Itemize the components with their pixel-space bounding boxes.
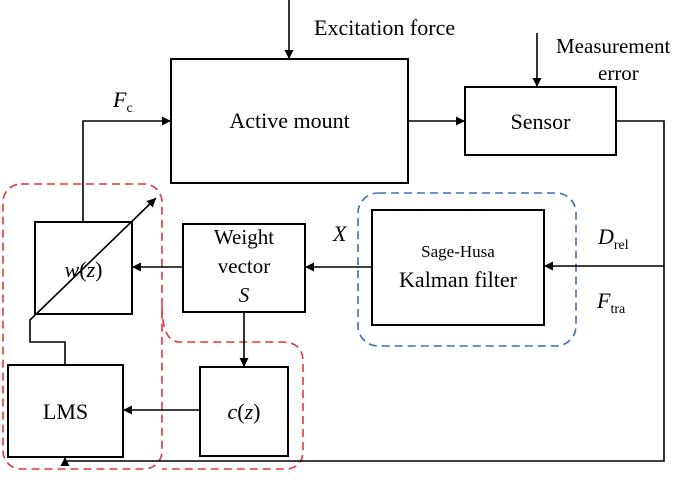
weight-vector-label-line2: vector	[218, 254, 270, 278]
active-mount-label: Active mount	[229, 108, 349, 133]
sensor-label: Sensor	[511, 109, 572, 134]
drel-label: Drel	[597, 224, 629, 253]
kalman-estimator-region	[357, 192, 577, 347]
measurement-error-label-line2: error	[598, 61, 639, 85]
kalman-filter-label-line2: Kalman filter	[399, 267, 518, 292]
adaptive-controller-region-a	[2, 183, 163, 470]
adaptive-controller-region-b	[161, 305, 304, 470]
weight-vector-label-line1: Weight	[214, 225, 274, 249]
fc-label: Fc	[112, 87, 133, 116]
c-filter-label: c(z)	[228, 399, 261, 424]
lms-adaptation-arrow	[29, 197, 157, 365]
x-label: X	[332, 221, 348, 246]
ftra-label: Ftra	[596, 288, 626, 317]
sensor-output-wire	[65, 120, 665, 462]
measurement-error-label-line1: Measurement	[556, 34, 670, 58]
w-filter-label: w(z)	[65, 257, 103, 282]
kalman-filter-label-line1: Sage-Husa	[421, 242, 495, 261]
fc-control-signal-arrow	[82, 116, 171, 222]
excitation-force-label: Excitation force	[314, 15, 455, 40]
weight-vector-symbol: S	[239, 283, 250, 307]
lms-label: LMS	[43, 399, 88, 424]
